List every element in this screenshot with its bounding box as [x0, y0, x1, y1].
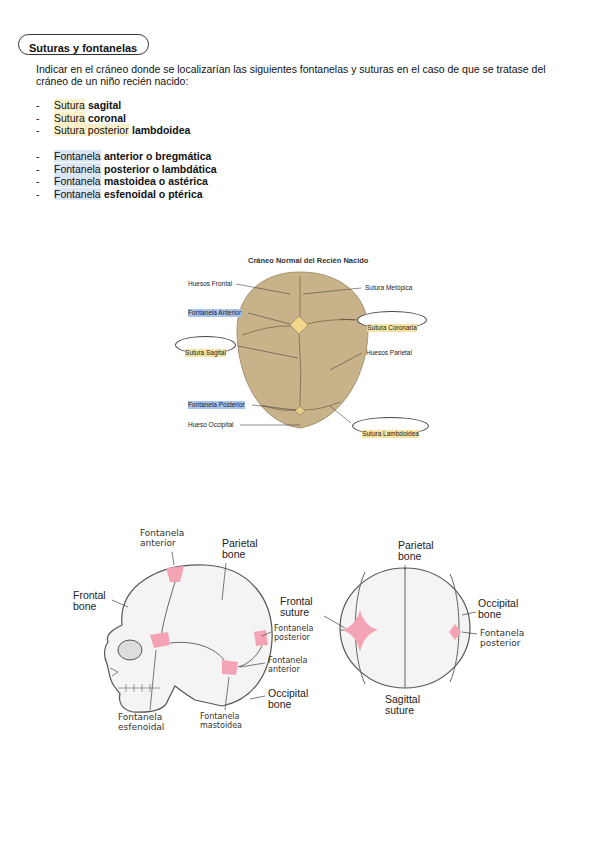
bone-label: Occipital bone: [478, 598, 530, 620]
suture-label: Frontal suture: [280, 596, 324, 618]
handwritten-label: Fontanela anterior: [268, 656, 314, 674]
bone-label: Occipital bone: [268, 688, 320, 710]
list-term: Fontanela: [54, 188, 101, 200]
bone-label: Frontal bone: [73, 590, 117, 612]
drawing-part: [118, 684, 160, 692]
leader-lines: [236, 284, 362, 425]
drawing-part: [405, 565, 406, 570]
list-term-bold: mastoidea o astérica: [104, 175, 208, 187]
box-text: Sutura Coronaria: [367, 324, 417, 332]
bone-label: Parietal bone: [222, 538, 270, 560]
handwritten-label: Fontanela posterior: [274, 624, 316, 642]
list-term-bold: lambdoidea: [132, 124, 190, 136]
instruction-text: Indicar en el cráneo donde se localizarí…: [36, 63, 576, 87]
drawing-part: [242, 326, 291, 335]
drawing-part: [225, 677, 229, 710]
highlight-cloud: Sutura Sagital: [175, 336, 236, 354]
list-term-bold: posterior o lambdática: [104, 163, 217, 175]
leader-lines: [112, 552, 271, 710]
list-term-bold: coronal: [88, 112, 126, 124]
drawing-part: [462, 612, 476, 615]
drawing-part: [150, 632, 170, 648]
box-text: Sutura Sagital: [185, 349, 226, 357]
drawing-part: [304, 402, 340, 410]
drawing-part: [449, 624, 461, 640]
drawing-part: [166, 566, 184, 582]
drawing-part: [112, 600, 128, 607]
drawing-part: [307, 320, 363, 325]
box-text: Suturas y fontanelas: [29, 42, 137, 55]
drawing-part: [324, 616, 345, 628]
list-term-bold: sagital: [88, 99, 121, 111]
list-term: Fontanela: [54, 175, 101, 187]
list-dash: -: [36, 188, 40, 200]
list-term: Sutura: [54, 112, 85, 124]
list-term-bold: esfenoidal o ptérica: [104, 188, 203, 200]
list-term: Fontanela: [54, 163, 101, 175]
handwritten-label: Fontanela anterior: [140, 528, 194, 548]
highlight-cloud: Sutura Lambdoidea: [352, 417, 429, 435]
drawing-part: [222, 660, 238, 675]
drawing-part: [240, 425, 300, 426]
drawing-part: [330, 353, 362, 370]
handwritten-label: Fontanela esfenoidal: [118, 712, 178, 732]
newborn-skull-top: [237, 272, 368, 428]
bone-label: Parietal bone: [398, 540, 446, 562]
heading-box: Suturas y fontanelas: [18, 34, 149, 55]
drawing-part: [118, 640, 142, 660]
drawing-part: [248, 313, 290, 324]
drawing-part: [342, 610, 378, 652]
drawing-part: [303, 288, 361, 294]
newborn-skull-vertex: [340, 568, 470, 688]
drawing-part: [104, 565, 272, 712]
drawing-part: [330, 406, 351, 423]
drawing-part: [236, 284, 290, 294]
drawing-part: [238, 346, 298, 358]
fontanelle-label: Fontanela Anterior: [188, 309, 241, 317]
drawing-part: [262, 632, 271, 636]
list-term-bold: anterior o bregmática: [104, 150, 211, 162]
drawing-part: [222, 563, 226, 600]
newborn-skull-lateral: [104, 565, 272, 712]
box-text: Sutura Lambdoidea: [362, 430, 419, 438]
drawing-part: [110, 668, 118, 676]
highlight-cloud: Sutura Coronaria: [357, 311, 427, 329]
drawing-part: [462, 632, 477, 634]
list-term: Sutura: [54, 99, 85, 111]
list-dash: -: [36, 150, 40, 162]
drawing-part: [405, 568, 406, 688]
list-dash: -: [36, 99, 40, 111]
drawing-part: [290, 316, 308, 334]
bone-label: Huesos Parietal: [366, 349, 412, 357]
drawing-part: [240, 663, 265, 667]
leader-lines: [324, 565, 477, 634]
drawing-part: [254, 630, 268, 646]
drawing-part: [172, 552, 174, 565]
handwritten-label: Fontanela posterior: [480, 628, 532, 648]
list-dash: -: [36, 163, 40, 175]
drawing-part: [170, 642, 224, 660]
drawing-part: [252, 405, 296, 410]
bone-label: Huesos Frontal: [188, 280, 232, 288]
list-term: Sutura posterior: [54, 124, 129, 136]
list-dash: -: [36, 175, 40, 187]
handwritten-label: Fontanela mastoidea: [200, 712, 252, 730]
drawing-part: [150, 650, 156, 710]
drawing-part: [295, 406, 305, 415]
drawing-part: [250, 696, 265, 699]
list-term: Fontanela: [54, 150, 101, 162]
suture-label: Sagittal suture: [385, 694, 435, 716]
list-dash: -: [36, 124, 40, 136]
list-dash: -: [36, 112, 40, 124]
bone-label: Hueso Occipital: [188, 421, 234, 429]
drawing-part: [300, 276, 301, 318]
drawing-part: [340, 319, 355, 320]
drawing-part: [340, 568, 470, 688]
drawing-part: [299, 334, 301, 406]
suture-label: Sutura Metópica: [365, 284, 412, 292]
drawing-part: [237, 272, 368, 428]
figure-title: Cráneo Normal del Recién Nacido: [248, 256, 368, 265]
fontanelle-label: Fontanela Posterior: [188, 401, 245, 409]
